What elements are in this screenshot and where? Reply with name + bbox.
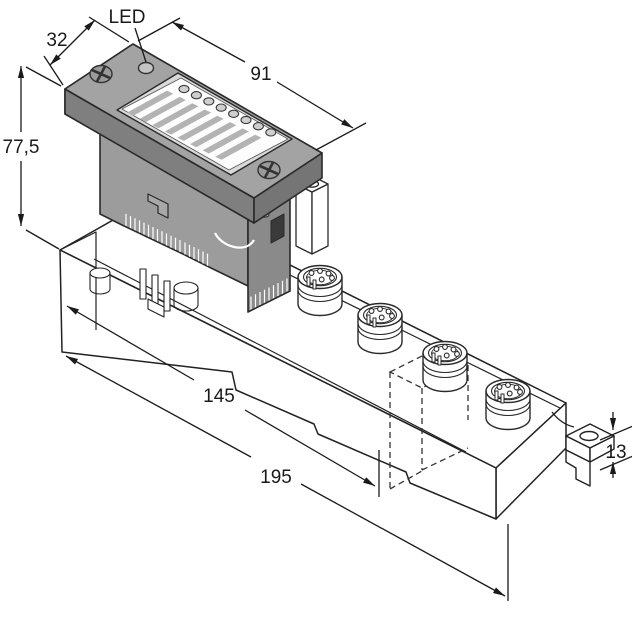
led-label: LED [109,7,146,28]
m12-connectors [297,264,531,431]
led-window [240,115,252,125]
clamp-bar [139,268,147,300]
extension-line [25,229,60,250]
slot-bottom-edge [421,447,469,471]
extension-line [25,66,62,87]
screw-cross-icon [259,161,279,179]
connector-ring [485,403,531,417]
led-window [178,84,190,94]
extension-line [599,455,632,471]
led-window [265,128,277,137]
electronic-module [64,43,323,313]
led-window [190,91,202,100]
extension-line [599,425,632,441]
clamp-bar [163,280,171,312]
base-unit [59,196,615,520]
dimension-line [300,483,506,597]
dim-label-flange: 13 [605,442,626,463]
base-front-face [59,249,497,520]
led-leader-line [134,27,147,63]
connector-ring [357,322,403,336]
phillips-screw-bottom [257,160,281,180]
connector-keying-tabs [306,276,317,290]
body-highlight-swoosh [214,232,255,249]
clamp-bar [151,274,159,306]
dimension-length-145 [66,305,380,497]
connector-ring [297,289,343,303]
dim-label-length-total: 195 [260,467,292,488]
m12-connector-1 [297,264,343,317]
flange-foot [565,449,591,487]
connector-keying-tabs [431,352,442,366]
dimension-line [66,305,195,381]
connector-pins [433,344,460,359]
dimension-height-77-5 [17,66,62,250]
cover-clip-tab [147,193,169,219]
extension-line [88,16,130,43]
screw-cross-icon [91,65,111,83]
clamp-notch [147,298,165,318]
dimension-line [244,409,376,487]
connector-pins [308,268,335,283]
latch [270,213,285,244]
dashed-module-slot [388,348,470,490]
connector-pins [368,306,395,321]
led-window [215,103,227,112]
label-bars [127,90,262,160]
slot-top-outline [388,348,470,389]
clamp-cylinder-small-body [89,273,111,295]
connector-ring [357,327,403,341]
extension-line [315,122,367,151]
flange-hole [579,430,599,442]
connector-keying-tabs [494,390,505,404]
connector-pins [496,382,523,397]
led-window [203,97,215,106]
clamp-cylinder-small [89,267,111,279]
connector-ring [422,365,468,379]
connector-ring [422,360,468,374]
dim-label-height: 77,5 [3,137,40,158]
mounting-flange [565,423,615,487]
dim-label-length-inner: 145 [203,386,235,407]
base-left-cap-edge [59,231,97,330]
dimension-flange-13 [599,412,632,478]
connector-keying-tabs [366,314,377,328]
led-indicator-hole [137,61,155,75]
dim-label-depth: 91 [250,64,271,85]
m12-connector-3 [422,340,468,393]
dimension-depth-91 [137,17,367,151]
dimension-line [171,21,246,63]
end-plate-notch [551,411,575,428]
led-windows [178,84,277,137]
dimension-width-32 [43,16,130,86]
contact-stripes [125,213,288,310]
clamp-cylinder-large [173,281,199,295]
slot-bottom-edge [389,470,423,490]
phillips-screw-top [89,64,113,84]
clamp-cylinder-large-body [173,288,199,312]
dimension-length-195 [65,355,509,601]
post-right-face [311,183,329,255]
dimension-line [65,355,252,458]
m12-connector-4 [485,378,531,431]
extension-line [43,55,64,86]
connector-ring [297,284,343,298]
m12-connector-2 [357,302,403,355]
dimension-line [276,81,354,129]
din-rail-clamp [89,267,199,318]
dimensions [17,16,632,601]
dimension-line [49,19,96,66]
connector-ring [485,398,531,412]
dim-label-width: 32 [46,30,67,51]
led-window [252,122,264,131]
led-window [228,109,240,118]
